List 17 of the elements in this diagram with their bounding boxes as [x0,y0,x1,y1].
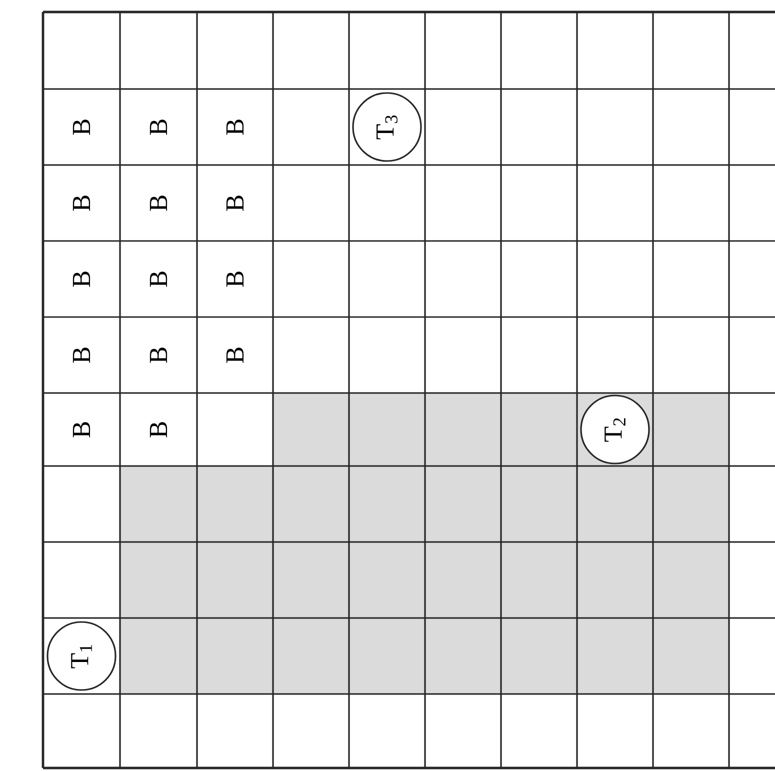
cell-letter: B [226,272,244,287]
circled-label: T$_{3}$ [352,92,422,162]
cell-letter: B [150,120,168,135]
cell-letter: B [226,348,244,363]
cell-letter: B [150,272,168,287]
cell-letter: B [72,422,90,438]
cell-letter: B [226,196,244,211]
cell-letter: B [150,422,168,438]
cell-letter: B [72,196,90,211]
cell-letter: B [150,348,168,363]
circled-label: T$_{1}$ [46,621,116,691]
cell-letter: B [72,120,90,135]
cell-letter: B [150,196,168,211]
cell-letter: B [226,120,244,135]
cell-letter: B [72,272,90,287]
circled-label: T$_{2}$ [580,394,650,464]
cell-letter: B [72,348,90,363]
